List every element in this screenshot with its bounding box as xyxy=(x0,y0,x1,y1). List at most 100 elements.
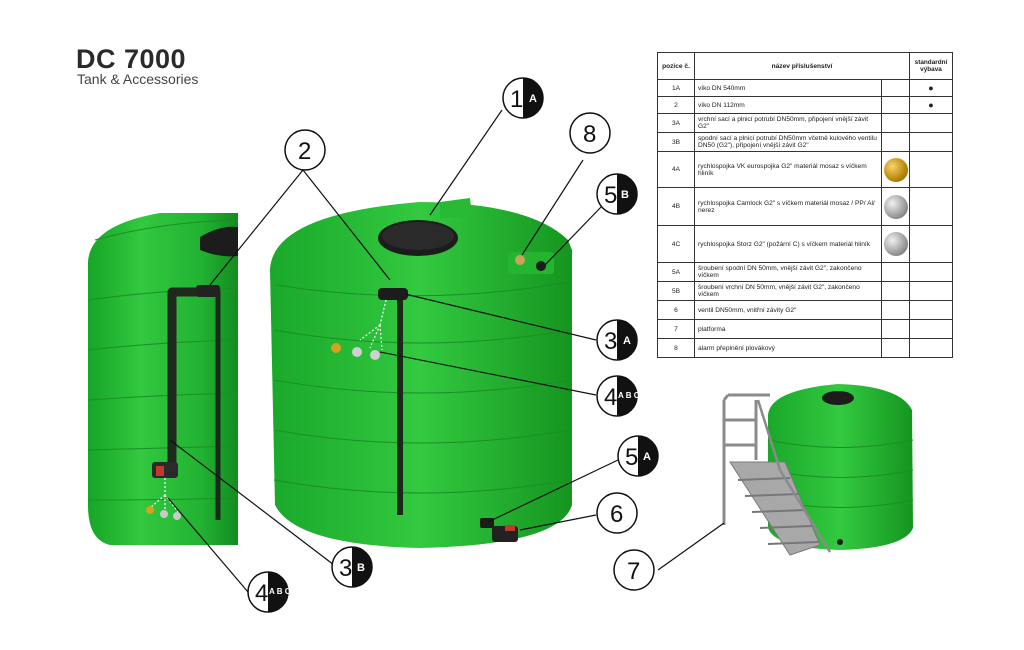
svg-text:A B C: A B C xyxy=(618,391,640,400)
svg-text:4: 4 xyxy=(255,580,268,607)
tank-cutaway-left xyxy=(87,213,239,545)
cell-standard-equipment xyxy=(909,151,953,188)
accessories-table: pozice č. název příslušenství standardní… xyxy=(657,52,953,358)
cell-position: 3B xyxy=(657,132,695,152)
cell-accessory-name: vrchní sací a plnicí potrubí DN50mm, při… xyxy=(694,113,882,133)
cell-standard-equipment xyxy=(909,281,953,301)
svg-text:B: B xyxy=(357,562,365,574)
page-subtitle: Tank & Accessories xyxy=(77,71,199,87)
cell-standard-equipment xyxy=(909,113,953,133)
tank-main xyxy=(270,198,572,548)
cell-accessory-name: platforma xyxy=(694,319,882,339)
svg-text:1: 1 xyxy=(510,86,523,113)
col-header-std: standardní výbava xyxy=(909,52,953,80)
callout-8: 8 xyxy=(569,112,611,154)
cell-standard-equipment xyxy=(909,225,953,263)
cell-position: 7 xyxy=(657,319,695,339)
cell-standard-equipment xyxy=(909,187,953,226)
cell-accessory-name: šroubení vrchní DN 50mm, vnější závit G2… xyxy=(694,281,882,301)
svg-text:3: 3 xyxy=(604,328,617,355)
callout-3b: 3 B xyxy=(331,546,373,588)
svg-text:2: 2 xyxy=(298,138,311,165)
cell-position: 2 xyxy=(657,96,695,114)
cell-fitting-image xyxy=(881,225,910,263)
callout-1a: 1 A xyxy=(502,77,544,119)
cell-position: 4C xyxy=(657,225,695,263)
svg-text:4: 4 xyxy=(604,384,617,411)
callout-4abc: 4 A B C xyxy=(596,375,640,417)
callout-3a: 3 A xyxy=(596,319,638,361)
callout-5a: 5 A xyxy=(617,435,659,477)
cell-fitting-image xyxy=(881,113,910,133)
svg-text:B: B xyxy=(621,189,629,201)
metal-coupling-icon xyxy=(883,194,908,219)
svg-text:5: 5 xyxy=(604,182,617,209)
callout-6: 6 xyxy=(596,492,638,534)
svg-text:A: A xyxy=(623,335,631,347)
callout-4abc-left: 4 A B C xyxy=(247,571,291,613)
cell-fitting-image xyxy=(881,262,910,282)
cell-accessory-name: alarm přeplnění plovákový xyxy=(694,338,882,358)
cell-accessory-name: ventil DN50mm, vnitřní závity G2" xyxy=(694,300,882,320)
cell-fitting-image xyxy=(881,338,910,358)
page-title: DC 7000 xyxy=(76,44,187,74)
cell-fitting-image xyxy=(881,96,910,114)
cell-position: 3A xyxy=(657,113,695,133)
svg-text:A: A xyxy=(643,451,651,463)
cell-accessory-name: víko DN 540mm xyxy=(694,79,882,97)
tank-with-platform xyxy=(722,384,914,556)
cell-position: 5A xyxy=(657,262,695,282)
cell-position: 5B xyxy=(657,281,695,301)
svg-text:A: A xyxy=(529,93,537,105)
callout-7: 7 xyxy=(613,549,655,591)
cell-accessory-name: rychlospojka Camlock G2" s víčkem materi… xyxy=(694,187,882,226)
cell-position: 4A xyxy=(657,151,695,188)
cell-position: 4B xyxy=(657,187,695,226)
cell-standard-equipment xyxy=(909,262,953,282)
cell-fitting-image xyxy=(881,281,910,301)
svg-text:5: 5 xyxy=(625,444,638,471)
svg-text:7: 7 xyxy=(627,558,640,585)
col-header-pos: pozice č. xyxy=(657,52,695,80)
cell-accessory-name: šroubení spodní DN 50mm, vnější závit G2… xyxy=(694,262,882,282)
callout-5b: 5 B xyxy=(596,173,638,215)
cell-position: 6 xyxy=(657,300,695,320)
cell-standard-equipment xyxy=(909,132,953,152)
cell-fitting-image xyxy=(881,300,910,320)
cell-accessory-name: víko DN 112mm xyxy=(694,96,882,114)
cell-accessory-name: rychlospojka VK eurospojka G2" materiál … xyxy=(694,151,882,188)
metal-coupling-icon xyxy=(883,232,908,256)
cell-standard-equipment xyxy=(909,300,953,320)
cell-fitting-image xyxy=(881,187,910,226)
table-header-row: pozice č. název příslušenství standardní… xyxy=(657,52,953,80)
cell-accessory-name: rychlospojka Storz G2" (požární C) s víč… xyxy=(694,225,882,263)
svg-text:8: 8 xyxy=(583,121,596,148)
svg-text:A B C: A B C xyxy=(269,587,291,596)
leader-lines xyxy=(167,109,725,593)
brass-coupling-icon xyxy=(883,157,908,182)
cell-accessory-name: spodní sací a plnicí potrubí DN50mm včet… xyxy=(694,132,882,152)
cell-fitting-image xyxy=(881,79,910,97)
callout-2: 2 xyxy=(284,129,326,171)
cell-standard-equipment xyxy=(909,338,953,358)
svg-text:6: 6 xyxy=(610,501,623,528)
cell-standard-equipment: ● xyxy=(909,96,953,114)
svg-text:3: 3 xyxy=(339,555,352,582)
cell-position: 8 xyxy=(657,338,695,358)
cell-fitting-image xyxy=(881,151,910,188)
cell-standard-equipment xyxy=(909,319,953,339)
cell-standard-equipment: ● xyxy=(909,79,953,97)
cell-fitting-image xyxy=(881,319,910,339)
